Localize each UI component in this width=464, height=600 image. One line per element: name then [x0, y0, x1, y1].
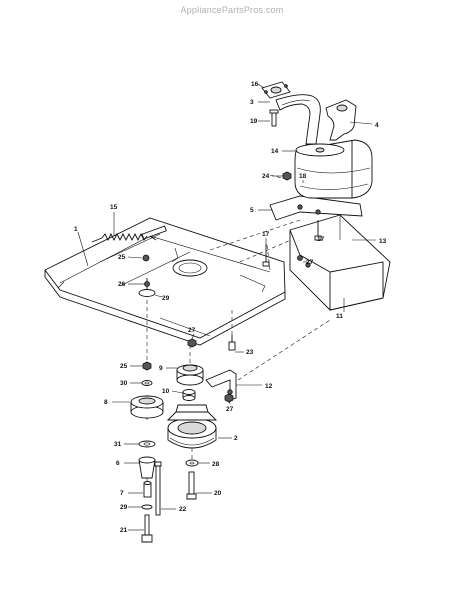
callout-10: 10 [162, 388, 170, 395]
callout-1: 1 [74, 226, 78, 233]
callout-26: 26 [118, 281, 126, 288]
callout-27b: 27 [226, 406, 234, 413]
callout-25a: 25 [118, 254, 126, 261]
washer-30 [141, 380, 153, 386]
spacer-10 [182, 389, 196, 401]
bolt-19 [269, 109, 279, 127]
mount-bracket-5 [269, 195, 363, 221]
callout-25b: 25 [120, 363, 128, 370]
electric-clutch-2 [166, 404, 218, 449]
callout-3: 3 [250, 99, 254, 106]
callout-31: 31 [114, 441, 122, 448]
washer-29-lower [141, 504, 153, 510]
watermark-text: AppliancePartsPros.com [180, 5, 284, 15]
callout-5: 5 [250, 207, 254, 214]
callout-17b: 17 [317, 236, 325, 243]
bolt-20 [186, 471, 197, 500]
idler-pulley-8 [130, 395, 164, 419]
callout-24: 24 [262, 173, 270, 180]
deck-plate [44, 217, 286, 346]
exhaust-pipe-4 [325, 99, 357, 141]
callout-6: 6 [116, 460, 120, 467]
callout-18: 18 [299, 173, 307, 180]
callout-19: 19 [250, 118, 258, 125]
callout-11: 11 [336, 313, 343, 320]
callout-27a: 27 [188, 327, 196, 334]
callout-21: 21 [120, 527, 128, 534]
muffler-shield-11-13 [289, 214, 391, 311]
bolt-17-left [262, 244, 270, 267]
spacer-7 [143, 481, 152, 498]
callout-4: 4 [375, 122, 379, 129]
nut-24 [282, 171, 292, 181]
bolt-23 [228, 335, 236, 351]
callout-2: 2 [234, 435, 238, 442]
washer-28 [185, 459, 199, 467]
callout-17a: 17 [262, 231, 270, 238]
callout-16: 16 [251, 81, 259, 88]
pulley-9 [176, 364, 204, 386]
bolt-22 [154, 461, 162, 516]
muffler-14 [294, 139, 373, 199]
callout-15: 15 [110, 204, 118, 211]
callout-7: 7 [120, 490, 124, 497]
callout-20: 20 [214, 490, 222, 497]
callout-30: 30 [120, 380, 128, 387]
idler-arm-6 [138, 456, 156, 479]
callout-23: 23 [246, 349, 254, 356]
callout-13: 13 [379, 238, 387, 245]
gasket-16 [261, 81, 291, 99]
callout-8: 8 [104, 399, 108, 406]
callouts: 1 2 3 4 5 6 7 8 9 10 11 12 13 14 15 16 1 [74, 81, 387, 534]
bolt-21 [141, 514, 153, 543]
plate-pivot-26 [138, 278, 156, 297]
nut-25-stack [142, 361, 152, 371]
plate-bolt-25 [142, 254, 150, 262]
nut-27-plate [187, 338, 197, 348]
washer-31 [138, 440, 156, 448]
callout-28: 28 [212, 461, 220, 468]
callout-29b: 29 [120, 504, 128, 511]
callout-27c: 27 [306, 259, 314, 266]
spring [91, 232, 157, 243]
callout-22: 22 [179, 506, 187, 513]
callout-29a: 29 [162, 295, 170, 302]
callout-14: 14 [271, 148, 279, 155]
callout-12: 12 [265, 383, 273, 390]
exhaust-pipe-3 [275, 94, 321, 145]
callout-9: 9 [159, 365, 163, 372]
nut-27-bracket [224, 393, 234, 403]
